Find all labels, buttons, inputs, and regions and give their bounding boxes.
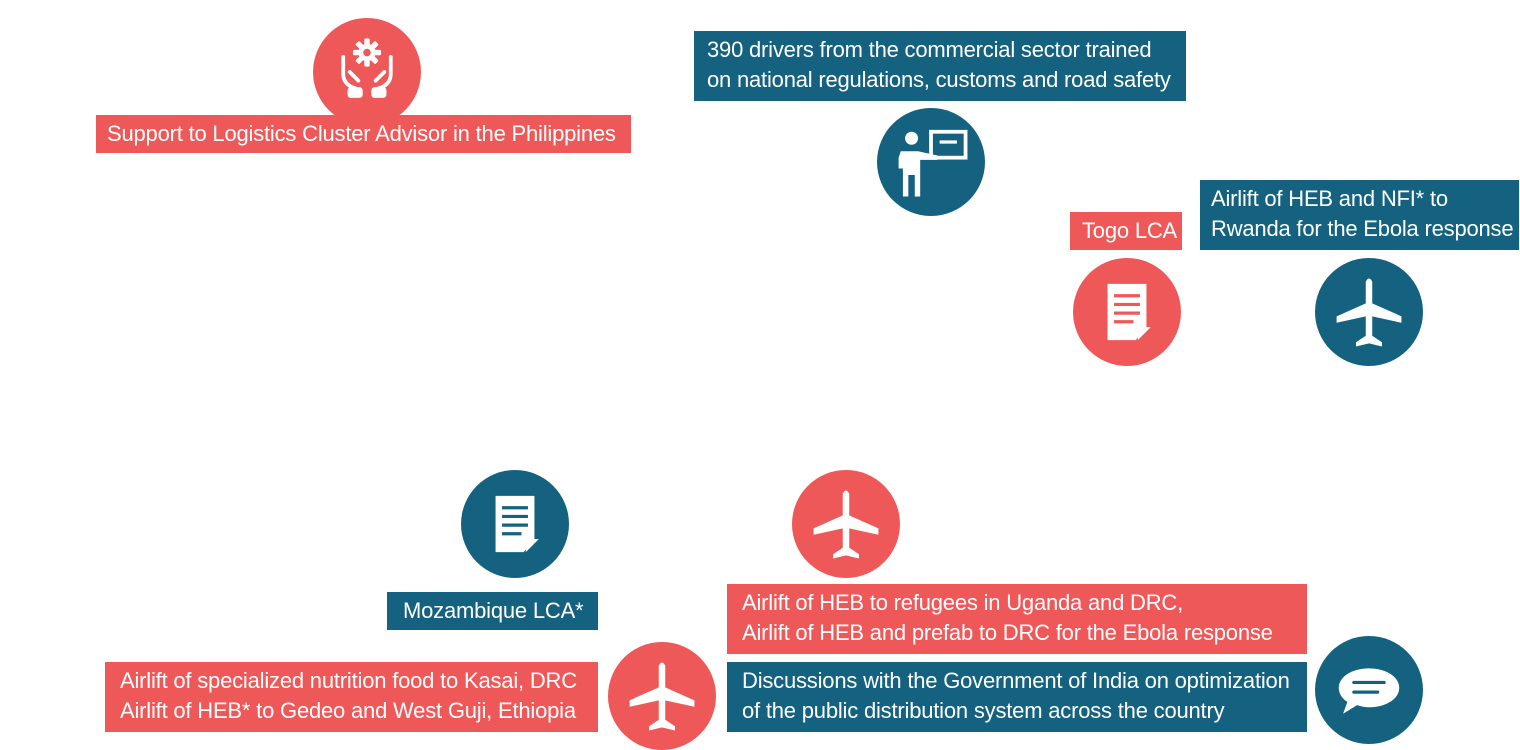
- label-line: Airlift of HEB and NFI* to: [1211, 186, 1448, 211]
- training-icon-circle: [877, 108, 985, 216]
- label-line: Airlift of HEB to refugees in Uganda and…: [742, 590, 1184, 615]
- rwanda-icon-circle: [1315, 258, 1423, 366]
- mozambique-icon-circle: [461, 470, 569, 578]
- hands-gear-icon: [341, 38, 393, 98]
- philippines-icon-circle: [313, 18, 421, 126]
- india-discussions-label: Discussions with the Government of India…: [727, 662, 1307, 732]
- airplane-icon: [813, 490, 879, 559]
- rwanda-airlift-label: Airlift of HEB and NFI* to Rwanda for th…: [1200, 180, 1519, 250]
- kasai-ethiopia-airlift-label: Airlift of specialized nutrition food to…: [105, 662, 598, 732]
- label-line: Airlift of specialized nutrition food to…: [120, 668, 577, 693]
- label-line: Togo LCA: [1082, 218, 1178, 243]
- label-line: 390 drivers from the commercial sector t…: [707, 37, 1152, 62]
- uganda-drc-airlift-label: Airlift of HEB to refugees in Uganda and…: [727, 584, 1307, 654]
- document-icon: [1107, 283, 1151, 341]
- label-line: Discussions with the Government of India…: [742, 668, 1290, 693]
- document-icon: [495, 495, 539, 553]
- togo-lca-label: Togo LCA: [1070, 212, 1182, 250]
- label-line: Airlift of HEB and prefab to DRC for the…: [742, 620, 1273, 645]
- label-line: Rwanda for the Ebola response: [1211, 216, 1514, 241]
- philippines-label: Support to Logistics Cluster Advisor in …: [96, 115, 631, 153]
- uganda-drc-icon-circle: [792, 470, 900, 578]
- india-icon-circle: [1315, 636, 1423, 744]
- kasai-icon-circle: [608, 642, 716, 750]
- label-line: Support to Logistics Cluster Advisor in …: [107, 121, 616, 146]
- airplane-icon: [1336, 278, 1402, 347]
- trainer-board-icon: [898, 129, 968, 197]
- togo-icon-circle: [1073, 258, 1181, 366]
- drivers-training-label: 390 drivers from the commercial sector t…: [694, 31, 1186, 101]
- label-line: on national regulations, customs and roa…: [707, 67, 1171, 92]
- speech-bubble-icon: [1338, 668, 1400, 714]
- label-line: Airlift of HEB* to Gedeo and West Guji, …: [120, 698, 576, 723]
- label-line: Mozambique LCA*: [403, 598, 584, 623]
- mozambique-lca-label: Mozambique LCA*: [387, 592, 598, 630]
- airplane-icon: [629, 662, 695, 731]
- label-line: of the public distribution system across…: [742, 698, 1225, 723]
